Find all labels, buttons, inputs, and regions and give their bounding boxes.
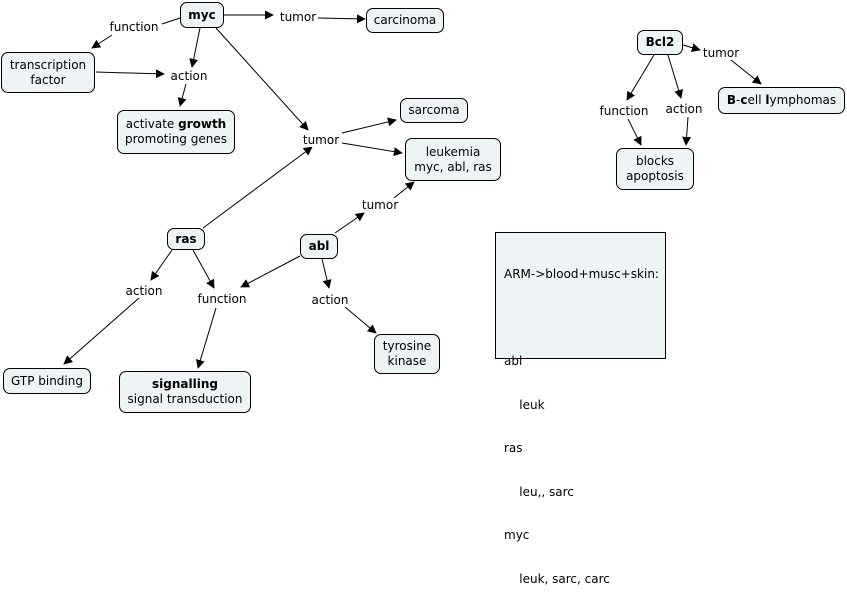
link-label-center-function[interactable]: function [197, 292, 247, 306]
link-label-myc-action[interactable]: action [170, 69, 208, 83]
edge-action-gtp-binding [63, 297, 140, 365]
link-label-abl-action[interactable]: action [311, 293, 349, 307]
b-cell-part1: B [726, 93, 737, 107]
link-label-myc-function[interactable]: function [109, 20, 159, 34]
edge-abl-tumor [334, 212, 365, 234]
node-tyrosine-kinase-line2: kinase [387, 354, 427, 368]
edge-myc-center-tumor [215, 27, 309, 131]
b-cell-part6: ymphomas [769, 93, 837, 107]
b-cell-part3: c [740, 93, 748, 107]
node-blocks-apoptosis-line2: apoptosis [626, 169, 684, 183]
node-blocks-apoptosis[interactable]: blocks apoptosis [616, 148, 694, 190]
edge-function-transcription-factor [91, 34, 113, 49]
node-activate-growth-line1: activate growth [126, 117, 226, 132]
edge-bcl2-function [626, 54, 655, 101]
link-label-ras-action[interactable]: action [125, 284, 163, 298]
node-b-cell-lymphomas-label: B-cell lymphomas [727, 93, 836, 108]
node-ras-label: ras [175, 231, 197, 246]
edge-ras-action [150, 249, 173, 281]
node-signalling-line1: signalling [152, 377, 218, 391]
edge-bcl2-action [667, 54, 683, 99]
edge-tumor-leukemia-2 [393, 181, 415, 199]
edge-function-blocks [627, 118, 642, 146]
edge-function-signalling [196, 307, 217, 369]
note-line-myc: myc [504, 528, 530, 542]
node-activate-growth-line2: promoting genes [125, 132, 227, 146]
node-bcl2-label: Bcl2 [645, 35, 675, 49]
link-label-bcl2-tumor[interactable]: tumor [702, 46, 740, 60]
node-activate-growth[interactable]: activate growth promoting genes [117, 110, 235, 154]
node-myc-label: myc [188, 7, 216, 22]
edge-tumor-b-cell [730, 59, 762, 85]
edge-myc-function [161, 17, 181, 25]
note-line-abl: abl [504, 354, 523, 368]
note-line-ras: ras [504, 441, 523, 455]
node-signalling-line2: signal transduction [127, 392, 243, 406]
edge-action-blocks [682, 116, 692, 146]
edge-myc-action [189, 27, 201, 68]
edge-ras-function [192, 249, 215, 289]
edge-abl-function [240, 255, 301, 288]
node-tyrosine-kinase-line1: tyrosine [382, 339, 432, 353]
node-tyrosine-kinase[interactable]: tyrosine kinase [374, 334, 440, 374]
edge-action-tyrosine-kinase [344, 306, 377, 334]
note-title: ARM->blood+musc+skin: [504, 267, 659, 281]
node-signalling[interactable]: signalling signal transduction [119, 371, 251, 413]
node-transcription-factor-line1: transcription [9, 57, 87, 72]
link-label-myc-tumor[interactable]: tumor [279, 10, 317, 24]
edge-ras-center-tumor [202, 146, 313, 229]
note-line-ras-value: leu,, sarc [504, 484, 574, 499]
node-sarcoma[interactable]: sarcoma [400, 98, 468, 123]
node-carcinoma[interactable]: carcinoma [366, 8, 444, 33]
edge-tumor-carcinoma [317, 14, 366, 24]
node-sarcoma-label: sarcoma [408, 103, 460, 117]
edge-tumor-sarcoma [341, 117, 397, 134]
note-line-blank: ​ [504, 311, 657, 326]
link-label-bcl2-action[interactable]: action [665, 102, 703, 116]
b-cell-part5: l [765, 93, 770, 107]
node-carcinoma-label: carcinoma [373, 13, 437, 27]
b-cell-part2: - [736, 93, 741, 107]
node-transcription-factor-line2: factor [30, 72, 66, 87]
node-abl[interactable]: abl [300, 234, 338, 259]
edge-tumor-leukemia [341, 142, 403, 157]
note-line-myc-value: leuk, sarc, carc [504, 571, 610, 586]
link-label-abl-tumor[interactable]: tumor [361, 198, 399, 212]
node-myc[interactable]: myc [180, 2, 224, 28]
connection-lines [63, 10, 762, 369]
node-bcl2[interactable]: Bcl2 [637, 30, 683, 55]
edge-bcl2-tumor [682, 43, 701, 53]
node-transcription-factor[interactable]: transcription factor [1, 52, 95, 93]
node-abl-label: abl [308, 239, 330, 253]
edge-action-activate-growth [177, 83, 187, 107]
activate-text: activate [125, 117, 179, 131]
node-b-cell-lymphomas[interactable]: B-cell lymphomas [718, 87, 845, 114]
node-blocks-apoptosis-line1: blocks [635, 154, 675, 168]
annotation-note[interactable]: ARM->blood+musc+skin: ​ abl leuk ras leu… [495, 232, 666, 586]
node-leukemia-line2: myc, abl, ras [414, 159, 492, 174]
node-ras[interactable]: ras [167, 228, 205, 250]
note-line-abl-value: leuk [504, 397, 545, 412]
b-cell-part4: ell [747, 93, 766, 107]
node-gtp-binding[interactable]: GTP binding [3, 368, 91, 394]
edge-abl-action [321, 258, 332, 289]
node-gtp-binding-label: GTP binding [11, 373, 83, 388]
edge-transcription-factor-action [95, 69, 165, 79]
node-leukemia[interactable]: leukemia myc, abl, ras [405, 138, 501, 181]
link-label-center-tumor[interactable]: tumor [302, 133, 340, 147]
growth-text: growth [178, 117, 227, 131]
link-label-bcl2-function[interactable]: function [599, 104, 649, 118]
node-leukemia-line1: leukemia [425, 144, 481, 159]
